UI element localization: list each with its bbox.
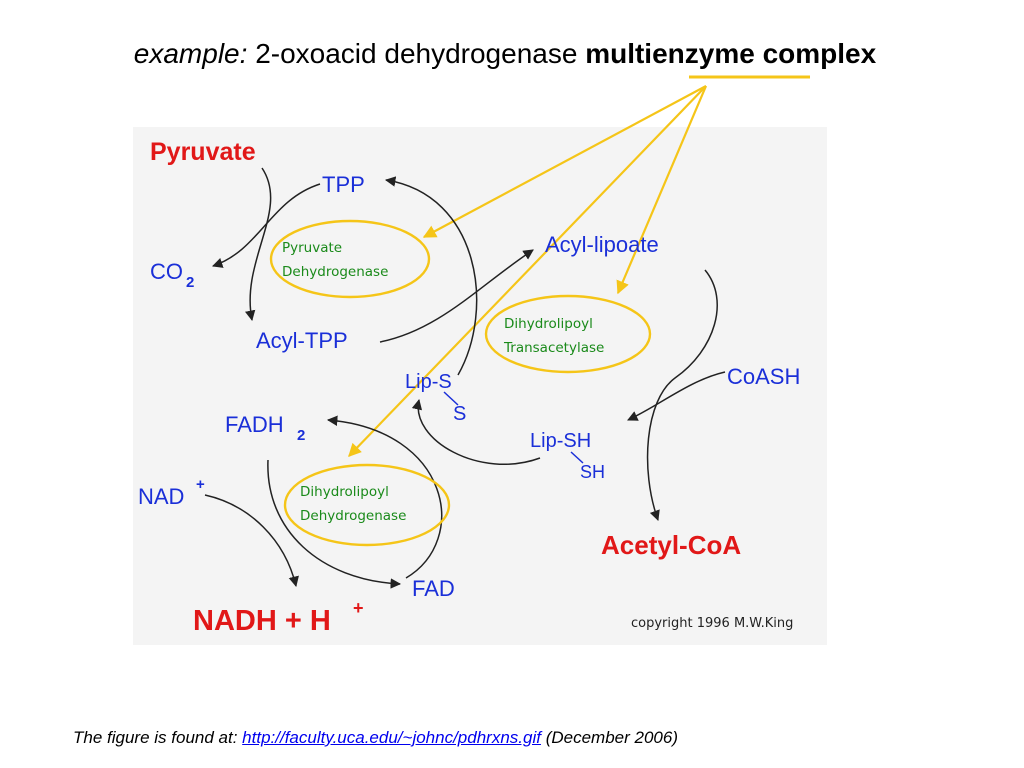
- label-pyruvate: Pyruvate: [150, 138, 256, 166]
- slide-title: example: 2-oxoacid dehydrogenase multien…: [0, 38, 1010, 70]
- label-lip-s: Lip-S: [405, 371, 452, 393]
- label-nad-main: NAD: [138, 484, 184, 509]
- arrow-tpp-to-co2: [212, 183, 321, 268]
- enzyme-e1-circle: [269, 219, 431, 299]
- footer-prefix: The figure is found at:: [73, 728, 238, 747]
- enzyme-circles: [269, 219, 652, 547]
- enzyme-e1-line1: Pyruvate: [282, 240, 342, 256]
- enzyme-e3-line2: Dehydrogenase: [300, 508, 406, 524]
- label-co2: CO 2: [150, 259, 194, 291]
- highlight-arrows: [348, 85, 708, 457]
- label-lip-shsh: Lip-SH SH: [530, 430, 605, 482]
- enzyme-e2-line2: Transacetylase: [503, 340, 604, 356]
- arrow-nad-to-nadh: [204, 494, 299, 588]
- arrow-acyllipoate-to-acetylcoa: [646, 269, 718, 521]
- label-fadh2: FADH 2: [225, 412, 305, 444]
- label-lip-sh: Lip-SH: [530, 430, 591, 452]
- footer-date: (December 2006): [545, 728, 678, 747]
- bond-sh: [570, 451, 584, 464]
- arrow-acyltpp-to-acyllipoate: [379, 249, 534, 343]
- label-nadh: NADH + H +: [193, 598, 364, 637]
- label-tpp: TPP: [322, 172, 365, 197]
- label-coash: CoASH: [727, 364, 800, 389]
- reaction-arrows: [204, 167, 726, 589]
- label-fad: FAD: [412, 576, 455, 601]
- enzyme-e1-line2: Dehydrogenase: [282, 264, 388, 280]
- arrow-fadh2-to-fad: [267, 459, 402, 589]
- enzyme-e2-circle: [484, 294, 652, 374]
- label-nadh-sup: +: [353, 598, 364, 618]
- enzyme-e3-line1: Dihydrolipoyl: [300, 484, 389, 500]
- title-multienzyme: multienzyme: [585, 38, 755, 69]
- source-link[interactable]: http://faculty.uca.edu/~johnc/pdhrxns.gi…: [242, 728, 541, 747]
- arrow-to-e2: [616, 85, 708, 295]
- label-acetyl-coa: Acetyl-CoA: [601, 530, 741, 560]
- arrow-to-e3: [348, 85, 707, 457]
- label-acyl-lipoate: Acyl-lipoate: [545, 232, 659, 257]
- arrow-pyruvate-to-acyltpp: [245, 167, 272, 322]
- label-fadh2-main: FADH: [225, 412, 284, 437]
- arrow-coash-to-lipsh: [627, 371, 726, 421]
- label-lip-ss: Lip-S S: [405, 371, 466, 425]
- label-acyl-tpp: Acyl-TPP: [256, 328, 348, 353]
- arrow-lipsh-to-lips: [411, 398, 541, 465]
- label-co2-main: CO: [150, 259, 183, 284]
- title-complex: complex: [762, 38, 877, 69]
- arrow-lips-to-tpp: [384, 176, 478, 376]
- arrow-to-e1: [422, 85, 707, 238]
- figure-panel: [133, 127, 827, 645]
- enzyme-e2-line1: Dihydrolipoyl: [504, 316, 593, 332]
- label-lip-s2: S: [453, 403, 466, 425]
- bond-ss: [443, 391, 459, 406]
- label-nad: NAD +: [138, 476, 205, 509]
- label-nad-sup: +: [196, 476, 205, 493]
- label-nadh-main: NADH + H: [193, 605, 331, 637]
- title-prefix: example:: [133, 38, 248, 69]
- label-lip-sh2: SH: [580, 462, 605, 482]
- label-fadh2-sub: 2: [297, 427, 305, 444]
- title-middle: 2-oxoacid dehydrogenase: [255, 38, 578, 69]
- figure-source-footer: The figure is found at: http://faculty.u…: [73, 728, 678, 748]
- copyright-credit: copyright 1996 M.W.King: [631, 616, 793, 631]
- label-co2-sub: 2: [186, 274, 194, 291]
- arrow-fad-to-fadh2: [326, 415, 443, 579]
- enzyme-e3-circle: [283, 463, 451, 547]
